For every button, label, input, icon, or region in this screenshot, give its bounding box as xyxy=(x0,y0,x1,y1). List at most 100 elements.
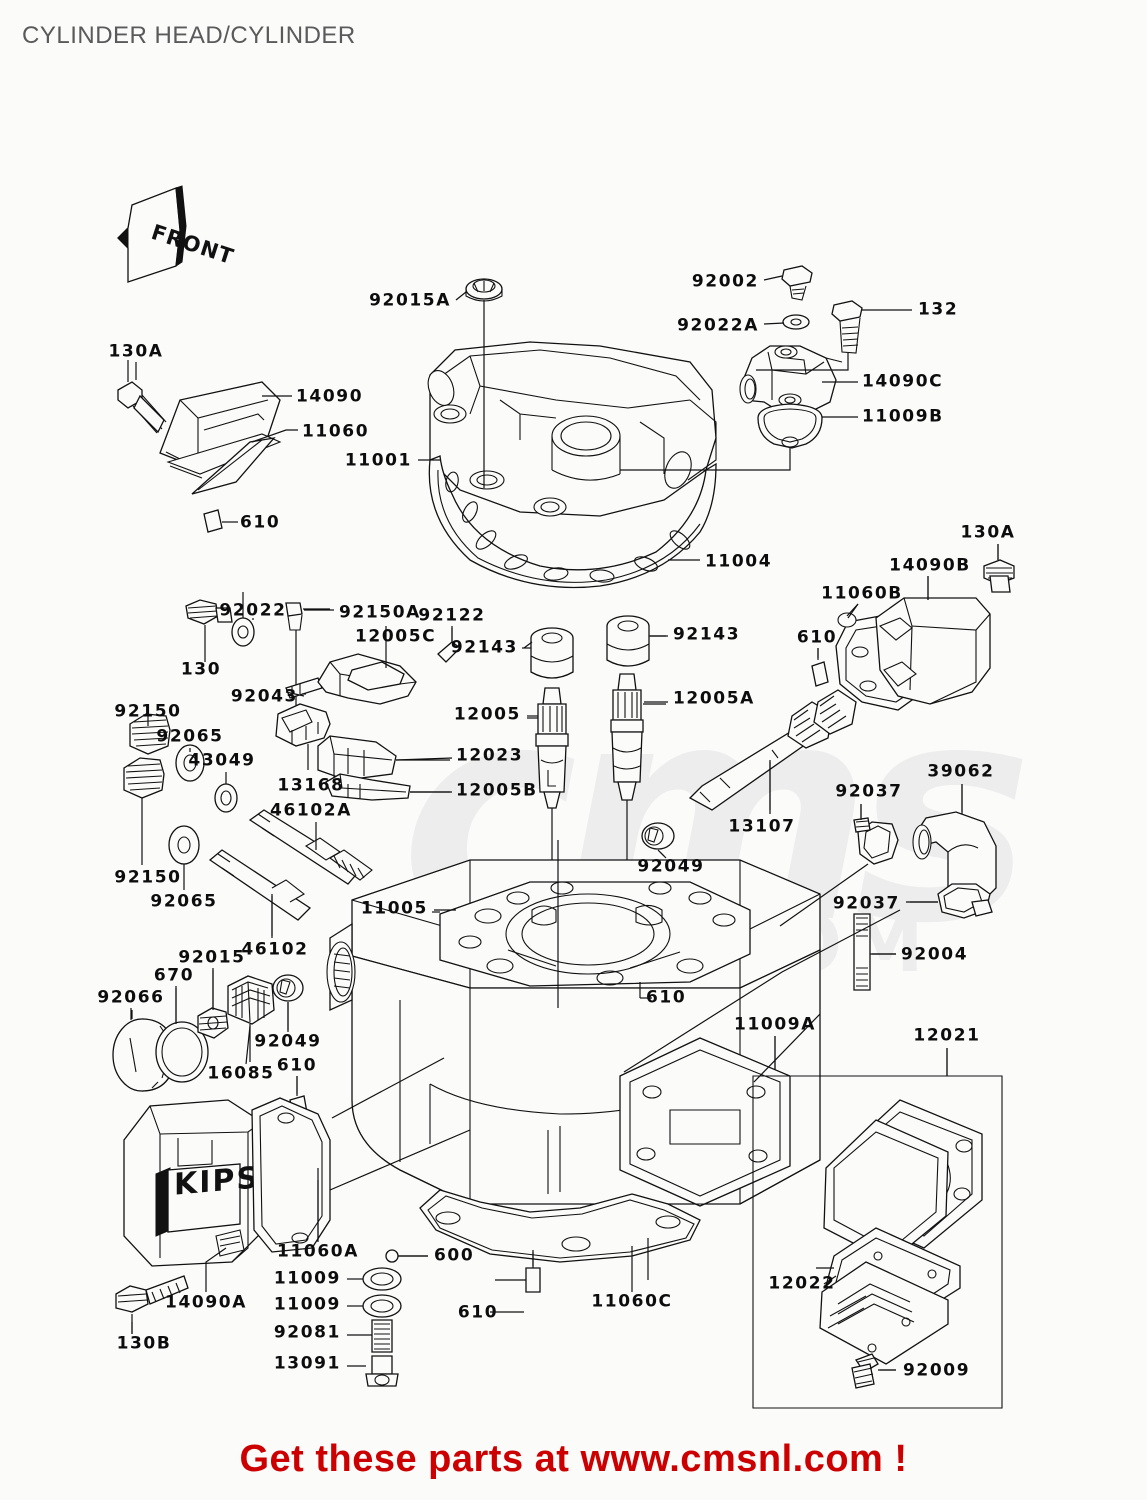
part-92004-stud-bolt xyxy=(853,913,896,991)
part-11004-cylinder-head-gasket xyxy=(428,455,717,589)
part-callout-92150[interactable]: 92150 xyxy=(114,867,182,888)
part-92150-plug-lower xyxy=(123,757,165,865)
part-callout-92009[interactable]: 92009 xyxy=(903,1360,971,1381)
part-callout-43049[interactable]: 43049 xyxy=(188,750,256,771)
part-callout-11009a[interactable]: 11009A xyxy=(734,1014,816,1035)
part-12005c-valve-guide-bracket xyxy=(317,646,417,705)
part-callout-92049[interactable]: 92049 xyxy=(254,1031,322,1052)
part-callout-92004[interactable]: 92004 xyxy=(901,944,969,965)
part-callout-92049[interactable]: 92049 xyxy=(637,856,705,877)
part-callout-92043[interactable]: 92043 xyxy=(230,686,298,707)
part-callout-12005a[interactable]: 12005A xyxy=(673,688,755,709)
part-callout-610[interactable]: 610 xyxy=(646,987,687,1008)
part-callout-11009[interactable]: 11009 xyxy=(273,1268,341,1289)
part-callout-92066[interactable]: 92066 xyxy=(97,987,165,1008)
part-callout-11009[interactable]: 11009 xyxy=(273,1294,341,1315)
part-12023-bracket xyxy=(317,735,450,781)
part-callout-14090c[interactable]: 14090C xyxy=(862,371,944,392)
part-callout-92150[interactable]: 92150 xyxy=(114,701,182,722)
part-14090-cylinder-head-cover xyxy=(159,381,282,479)
footer-promo-text: Get these parts at www.cmsnl.com ! xyxy=(239,1438,908,1480)
part-callout-92037[interactable]: 92037 xyxy=(835,781,903,802)
part-callout-11004[interactable]: 11004 xyxy=(705,551,773,572)
part-callout-46102[interactable]: 46102 xyxy=(241,939,309,960)
part-callout-92002[interactable]: 92002 xyxy=(691,271,759,292)
part-92065-washer-upper xyxy=(175,744,205,782)
part-callout-11060b[interactable]: 11060B xyxy=(821,583,903,604)
part-130a-bolt-right xyxy=(983,544,1015,593)
part-callout-46102a[interactable]: 46102A xyxy=(270,800,352,821)
part-callout-11060[interactable]: 11060 xyxy=(302,421,370,442)
part-92022a-washer xyxy=(782,314,810,330)
part-610-pin-top-left xyxy=(203,509,223,533)
part-130b-bolt xyxy=(115,1275,189,1334)
front-direction-marker: FRONT xyxy=(117,185,237,283)
part-callout-11005[interactable]: 11005 xyxy=(360,898,428,919)
part-callout-13107[interactable]: 13107 xyxy=(728,816,796,837)
part-callout-12021[interactable]: 12021 xyxy=(913,1025,981,1046)
part-11001-cylinder-head xyxy=(427,341,717,517)
part-14090a-kips-cover: KIPS xyxy=(123,1099,263,1267)
part-callout-39062[interactable]: 39062 xyxy=(927,761,995,782)
part-callout-132[interactable]: 132 xyxy=(918,299,959,320)
part-callout-92037[interactable]: 92037 xyxy=(832,893,900,914)
part-callout-130b[interactable]: 130B xyxy=(116,1333,172,1354)
part-callout-11009b[interactable]: 11009B xyxy=(862,406,944,427)
part-callout-14090b[interactable]: 14090B xyxy=(889,555,971,576)
part-16085-jet xyxy=(227,975,275,1062)
part-callout-92143[interactable]: 92143 xyxy=(673,624,741,645)
part-callout-12023[interactable]: 12023 xyxy=(456,745,524,766)
page-title: CYLINDER HEAD/CYLINDER xyxy=(22,22,356,49)
part-11060-gasket xyxy=(191,437,276,495)
part-callout-13168[interactable]: 13168 xyxy=(277,775,345,796)
part-callout-610[interactable]: 610 xyxy=(276,1055,318,1076)
part-92015a-nut xyxy=(465,278,503,302)
part-callout-670[interactable]: 670 xyxy=(153,965,195,986)
part-callout-610[interactable]: 610 xyxy=(457,1302,499,1323)
part-11009-gasket-1 xyxy=(347,1267,402,1291)
part-callout-92022a[interactable]: 92022A xyxy=(677,315,759,336)
part-callout-92015a[interactable]: 92015A xyxy=(369,290,451,311)
part-92009-screw xyxy=(851,1353,896,1389)
part-11009b-gasket xyxy=(757,403,823,449)
part-92065-washer-lower xyxy=(168,825,200,890)
part-43049-seal xyxy=(214,772,238,813)
part-callout-12005c[interactable]: 12005C xyxy=(355,626,437,647)
part-11005-cylinder xyxy=(326,859,821,1207)
part-callout-92143[interactable]: 92143 xyxy=(450,637,518,658)
part-92037-hose-clamp-lower xyxy=(910,883,993,919)
part-callout-11060a[interactable]: 11060A xyxy=(277,1241,359,1262)
part-callout-130[interactable]: 130 xyxy=(180,659,222,680)
exploded-parts-illustration: .ln { fill:none; stroke:#111; stroke-wid… xyxy=(0,70,1147,1430)
part-callout-130a[interactable]: 130A xyxy=(108,341,164,362)
part-12005a-kips-valve-right xyxy=(610,673,666,876)
part-callout-13091[interactable]: 13091 xyxy=(273,1353,341,1374)
part-92143-collar-right xyxy=(606,615,666,667)
part-callout-92122[interactable]: 92122 xyxy=(418,605,486,626)
part-callout-12022[interactable]: 12022 xyxy=(768,1273,836,1294)
part-callout-92065[interactable]: 92065 xyxy=(156,726,224,747)
part-callout-600[interactable]: 600 xyxy=(434,1245,475,1266)
part-callout-130a[interactable]: 130A xyxy=(960,522,1016,543)
part-92150-plug-upper xyxy=(129,713,171,755)
part-callout-610[interactable]: 610 xyxy=(796,627,838,648)
part-11060c-base-gasket xyxy=(419,1189,701,1280)
part-callout-12005b[interactable]: 12005B xyxy=(456,780,538,801)
part-callout-14090a[interactable]: 14090A xyxy=(165,1292,247,1313)
part-callout-92022[interactable]: 92022 xyxy=(219,600,287,621)
part-92049-oil-seal-center xyxy=(641,822,675,857)
part-callout-16085[interactable]: 16085 xyxy=(207,1063,275,1084)
part-callout-11001[interactable]: 11001 xyxy=(344,450,412,471)
part-callout-92015[interactable]: 92015 xyxy=(178,947,246,968)
part-13091-plug xyxy=(347,1355,399,1387)
part-46102a-rod xyxy=(248,809,373,885)
part-callout-11060c[interactable]: 11060C xyxy=(591,1291,673,1312)
part-callout-92150a[interactable]: 92150A xyxy=(339,602,421,623)
part-callout-92081[interactable]: 92081 xyxy=(273,1322,341,1343)
part-92037-hose-clamp-upper xyxy=(853,804,899,865)
part-callout-14090[interactable]: 14090 xyxy=(296,386,364,407)
part-callout-12005[interactable]: 12005 xyxy=(453,704,521,725)
svg-text:KIPS: KIPS xyxy=(174,1160,260,1202)
part-callout-92065[interactable]: 92065 xyxy=(150,891,218,912)
part-callout-610[interactable]: 610 xyxy=(240,512,281,533)
